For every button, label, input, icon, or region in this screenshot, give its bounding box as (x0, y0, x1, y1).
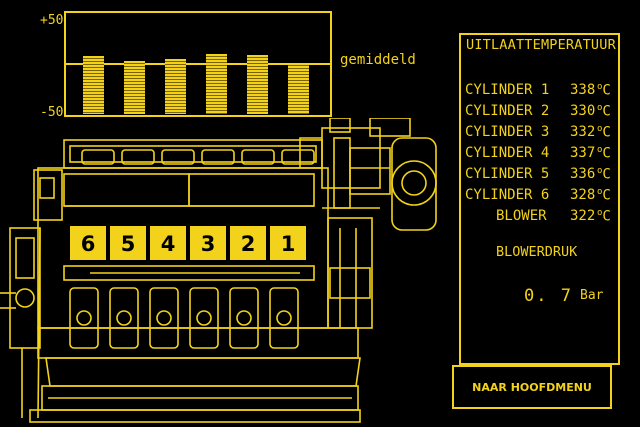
cylinder-number-label: 6 (81, 232, 96, 256)
blower-pressure-value: 0. 7 (524, 286, 573, 306)
deviation-bar (165, 58, 186, 114)
blower-pressure-unit: Bar (580, 288, 604, 303)
temperature-row-value: 336 (570, 166, 596, 182)
cylinder-number-label: 5 (121, 232, 136, 256)
temperature-row-label: CYLINDER 2 (465, 103, 550, 119)
deviation-bar (247, 54, 268, 114)
temperature-row-label: CYLINDER 6 (465, 187, 550, 203)
cylinder-plate (110, 226, 146, 260)
temperature-row-value: 322 (570, 208, 596, 224)
deviation-bar (288, 62, 309, 114)
cylinder-number-label: 2 (241, 232, 256, 256)
temperature-unit: oC (597, 208, 611, 225)
cylinder-plate (270, 226, 306, 260)
engine-schematic: 6 5 4 3 2 1 (0, 118, 437, 423)
temperature-row-value: 337 (570, 145, 596, 161)
temperature-row-value: 332 (570, 124, 596, 140)
panel-title: UITLAATTEMPERATUUR (466, 37, 616, 53)
deviation-bar (124, 60, 145, 114)
temperature-row-value: 328 (570, 187, 596, 203)
chart-min-label: -50 (40, 105, 64, 120)
temperature-row-label: CYLINDER 4 (465, 145, 550, 161)
exhaust-temperature-panel (459, 33, 620, 365)
temperature-row-value: 330 (570, 103, 596, 119)
temperature-unit: oC (597, 124, 611, 141)
temperature-row-label: CYLINDER 5 (465, 166, 550, 182)
cylinder-plate (150, 226, 186, 260)
temperature-unit: oC (597, 82, 611, 99)
temperature-unit: oC (597, 145, 611, 162)
chart-average-label: gemiddeld (340, 52, 416, 68)
temperature-unit: oC (597, 103, 611, 120)
temperature-row-label: BLOWER (496, 208, 547, 224)
temperature-unit: oC (597, 187, 611, 204)
deviation-bar (83, 55, 104, 114)
cylinder-plate (230, 226, 266, 260)
cylinder-number-label: 1 (281, 232, 296, 256)
chart-max-label: +50 (40, 13, 64, 28)
deviation-bar (206, 53, 227, 114)
blower-pressure-label: BLOWERDRUK (496, 244, 578, 260)
cylinder-plate (70, 226, 106, 260)
cylinder-plate (190, 226, 226, 260)
cylinder-number-label: 3 (201, 232, 216, 256)
main-menu-button[interactable]: NAAR HOOFDMENU (452, 365, 612, 409)
temperature-unit: oC (597, 166, 611, 183)
average-line (64, 63, 332, 65)
temperature-row-label: CYLINDER 1 (465, 82, 550, 98)
cylinder-number-label: 4 (161, 232, 176, 256)
temperature-row-value: 338 (570, 82, 596, 98)
temperature-row-label: CYLINDER 3 (465, 124, 550, 140)
